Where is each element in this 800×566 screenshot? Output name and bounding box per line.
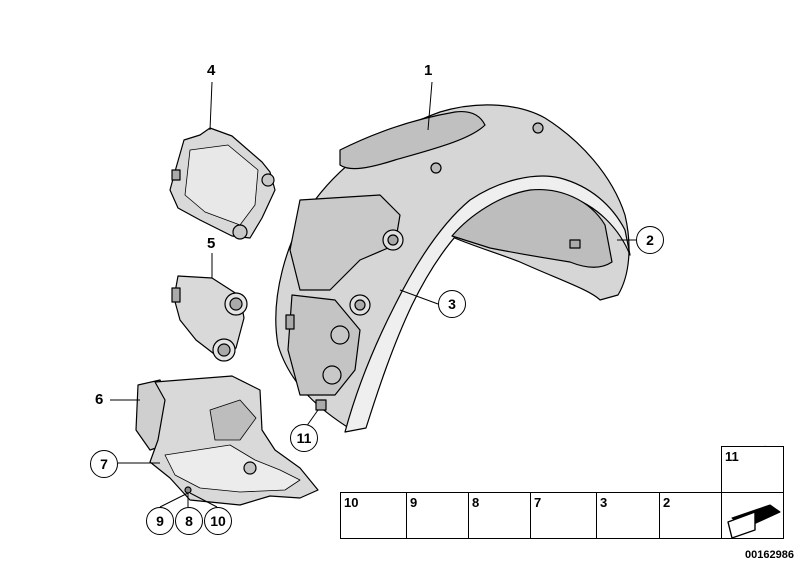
callout-11: 11 (290, 424, 318, 452)
callout-8: 8 (175, 507, 203, 535)
leader-lines (110, 81, 636, 508)
hardware-label: 9 (410, 495, 418, 510)
lower-shield-part (135, 375, 319, 506)
hardware-panel-2: 2 (659, 492, 722, 539)
diagram-id: 00162986 (745, 549, 794, 561)
callout-10: 10 (204, 507, 232, 535)
seal-strip-icon (727, 504, 781, 539)
callout-1: 1 (424, 62, 433, 79)
wheel-arch-liner-part (275, 104, 631, 433)
symbol-panel (721, 492, 784, 539)
hardware-label: 8 (472, 495, 480, 510)
leader-1 (427, 81, 433, 131)
hardware-panel-10: 10 (340, 492, 407, 539)
callout-2: 2 (636, 226, 664, 254)
leader-3 (399, 289, 439, 305)
callout-4: 4 (207, 62, 216, 79)
hardware-label: 3 (600, 495, 608, 510)
leader-9 (159, 492, 189, 508)
leader-4 (209, 81, 213, 131)
hardware-panel-3: 3 (596, 492, 660, 539)
callout-5: 5 (207, 235, 216, 252)
leader-10 (189, 492, 218, 508)
upper-cover-part (169, 127, 276, 240)
hardware-label: 2 (663, 495, 671, 510)
hardware-label: 7 (534, 495, 542, 510)
hardware-panel-9: 9 (406, 492, 469, 539)
callout-6: 6 (95, 391, 104, 408)
hardware-label: 11 (725, 449, 739, 464)
small-cover-part (171, 275, 248, 362)
callout-7: 7 (90, 450, 118, 478)
hardware-panel-7: 7 (530, 492, 597, 539)
callout-3: 3 (438, 290, 466, 318)
hardware-label: 10 (344, 495, 359, 510)
hardware-panel-11: 11 (721, 446, 784, 493)
hardware-panel-8: 8 (468, 492, 531, 539)
callout-9: 9 (146, 507, 174, 535)
